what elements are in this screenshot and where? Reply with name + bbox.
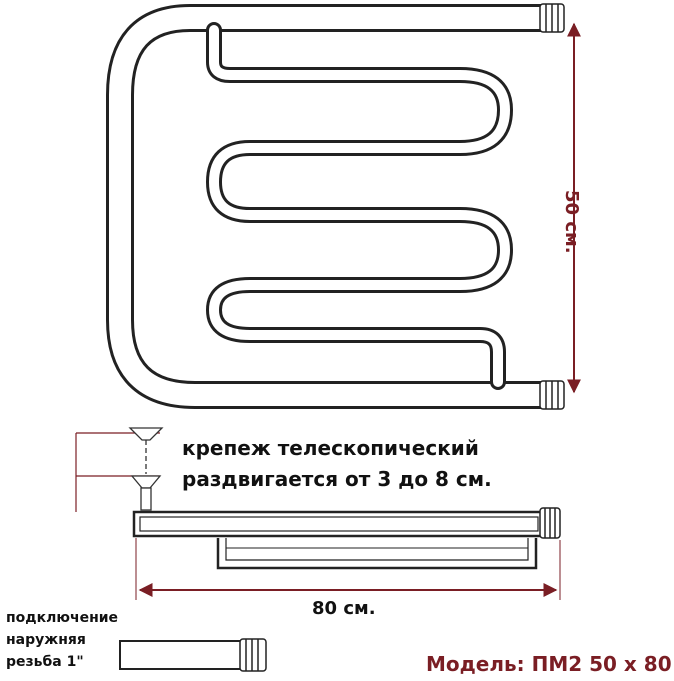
connection-note-line3: резьба 1"	[6, 654, 84, 670]
telescopic-mount	[75, 427, 164, 512]
top-view-rail	[132, 510, 546, 570]
connection-note-line1: подключение	[6, 610, 119, 626]
serpentine-pipe	[206, 22, 513, 390]
mount-note-line1: крепеж телескопический	[182, 436, 479, 460]
connection-pipe	[119, 638, 267, 672]
height-dimension-label: 50 см.	[561, 190, 582, 254]
top-thread-end	[539, 3, 565, 33]
bottom-thread-end	[539, 380, 565, 410]
mount-note-line2: раздвигается от 3 до 8 см.	[182, 467, 492, 491]
connection-note-line2: наружняя	[6, 632, 86, 648]
model-label: Модель: ПМ2 50 х 80	[426, 652, 672, 676]
width-dimension-label: 80 см.	[312, 598, 376, 619]
top-view-thread-end	[539, 507, 561, 539]
outer-pipe	[106, 4, 548, 409]
